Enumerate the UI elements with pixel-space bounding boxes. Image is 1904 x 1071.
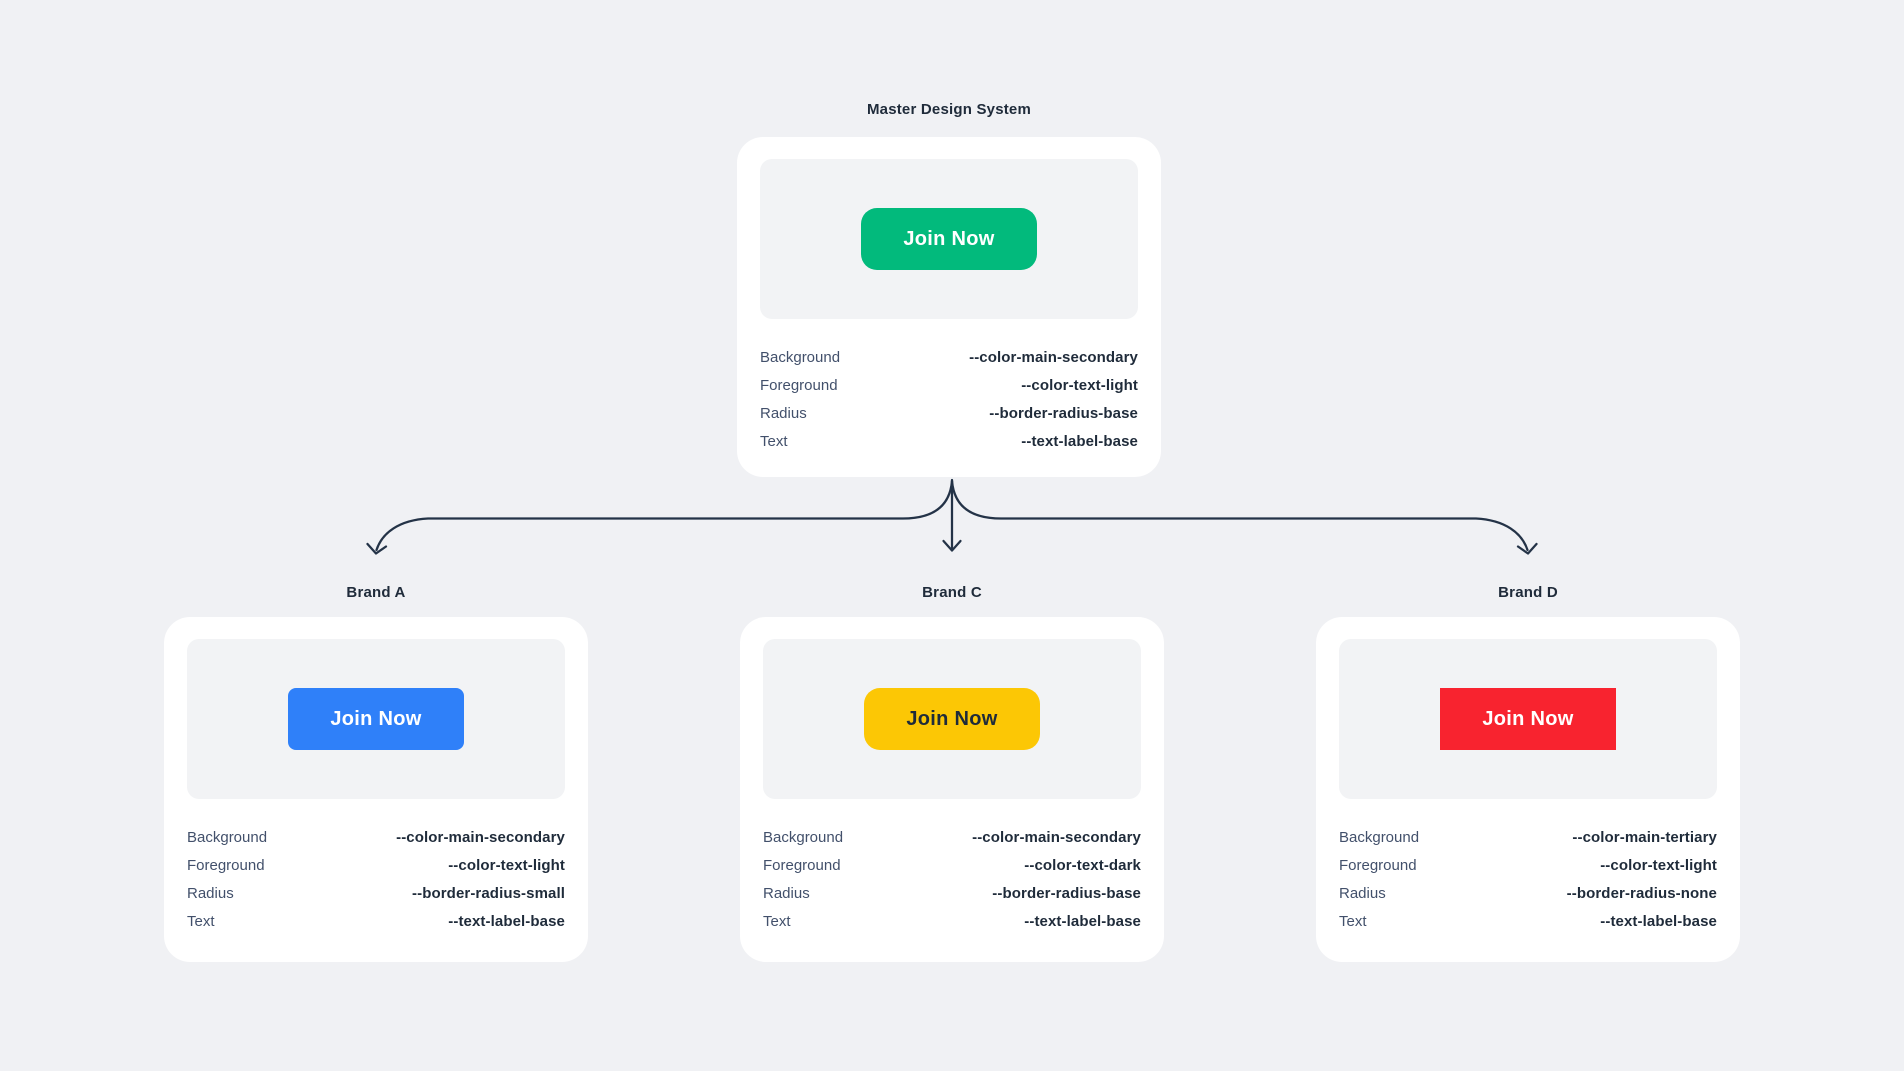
token-row: Text --text-label-base <box>1339 908 1717 936</box>
token-value: --color-text-light <box>448 857 565 874</box>
brand-d-card: Join Now Background --color-main-tertiar… <box>1316 617 1740 962</box>
token-label: Background <box>760 349 841 366</box>
master-join-now-button[interactable]: Join Now <box>861 208 1037 270</box>
token-row: Radius --border-radius-base <box>760 400 1138 428</box>
master-token-rows: Background --color-main-secondary Foregr… <box>760 344 1138 456</box>
token-row: Background --color-main-secondary <box>187 824 565 852</box>
brand-a-token-rows: Background --color-main-secondary Foregr… <box>187 824 565 936</box>
token-value: --border-radius-small <box>412 885 565 902</box>
token-value: --color-main-tertiary <box>1572 829 1717 846</box>
token-row: Text --text-label-base <box>187 908 565 936</box>
token-row: Background --color-main-tertiary <box>1339 824 1717 852</box>
token-value: --border-radius-base <box>992 885 1141 902</box>
token-label: Background <box>1339 829 1420 846</box>
arrow-to-brand-a <box>375 479 954 552</box>
brand-a-join-now-button[interactable]: Join Now <box>288 688 464 750</box>
token-row: Radius --border-radius-none <box>1339 880 1717 908</box>
token-row: Radius --border-radius-base <box>763 880 1141 908</box>
token-label: Foreground <box>1339 857 1417 874</box>
token-value: --color-text-dark <box>1024 857 1141 874</box>
token-row: Background --color-main-secondary <box>760 344 1138 372</box>
master-preview: Join Now <box>760 159 1138 319</box>
token-row: Foreground --color-text-light <box>760 372 1138 400</box>
token-row: Radius --border-radius-small <box>187 880 565 908</box>
brand-d-token-rows: Background --color-main-tertiary Foregro… <box>1339 824 1717 936</box>
token-row: Text --text-label-base <box>760 428 1138 456</box>
token-value: --text-label-base <box>1024 913 1141 930</box>
token-label: Text <box>760 433 788 450</box>
token-label: Text <box>187 913 215 930</box>
master-card: Join Now Background --color-main-seconda… <box>737 137 1161 477</box>
token-label: Background <box>187 829 268 846</box>
token-value: --border-radius-none <box>1566 885 1717 902</box>
brand-a-preview: Join Now <box>187 639 565 799</box>
token-row: Text --text-label-base <box>763 908 1141 936</box>
token-value: --text-label-base <box>1600 913 1717 930</box>
token-label: Foreground <box>187 857 265 874</box>
brand-a-card: Join Now Background --color-main-seconda… <box>164 617 588 962</box>
token-value: --color-text-light <box>1021 377 1138 394</box>
token-row: Background --color-main-secondary <box>763 824 1141 852</box>
token-label: Foreground <box>763 857 841 874</box>
brand-d-title: Brand D <box>1498 584 1558 601</box>
token-value: --color-main-secondary <box>969 349 1138 366</box>
token-value: --text-label-base <box>1021 433 1138 450</box>
token-label: Foreground <box>760 377 838 394</box>
token-label: Radius <box>187 885 234 902</box>
brand-c-title: Brand C <box>922 584 982 601</box>
token-value: --color-main-secondary <box>396 829 565 846</box>
arrowhead-left-icon <box>366 542 388 555</box>
arrow-to-brand-d <box>950 479 1529 552</box>
brand-d-preview: Join Now <box>1339 639 1717 799</box>
arrowhead-right-icon <box>1516 542 1538 555</box>
brand-d-join-now-button[interactable]: Join Now <box>1440 688 1616 750</box>
token-row: Foreground --color-text-light <box>187 852 565 880</box>
token-label: Radius <box>760 405 807 422</box>
brand-c-card: Join Now Background --color-main-seconda… <box>740 617 1164 962</box>
brand-c-token-rows: Background --color-main-secondary Foregr… <box>763 824 1141 936</box>
token-label: Background <box>763 829 844 846</box>
master-title: Master Design System <box>866 101 1032 118</box>
token-value: --color-text-light <box>1600 857 1717 874</box>
token-label: Text <box>763 913 791 930</box>
token-label: Radius <box>1339 885 1386 902</box>
token-row: Foreground --color-text-dark <box>763 852 1141 880</box>
token-label: Text <box>1339 913 1367 930</box>
token-value: --color-main-secondary <box>972 829 1141 846</box>
token-label: Radius <box>763 885 810 902</box>
brand-c-join-now-button[interactable]: Join Now <box>864 688 1040 750</box>
brand-a-title: Brand A <box>346 584 406 601</box>
token-row: Foreground --color-text-light <box>1339 852 1717 880</box>
token-value: --border-radius-base <box>989 405 1138 422</box>
arrowhead-center-icon <box>942 539 962 552</box>
brand-c-preview: Join Now <box>763 639 1141 799</box>
token-value: --text-label-base <box>448 913 565 930</box>
